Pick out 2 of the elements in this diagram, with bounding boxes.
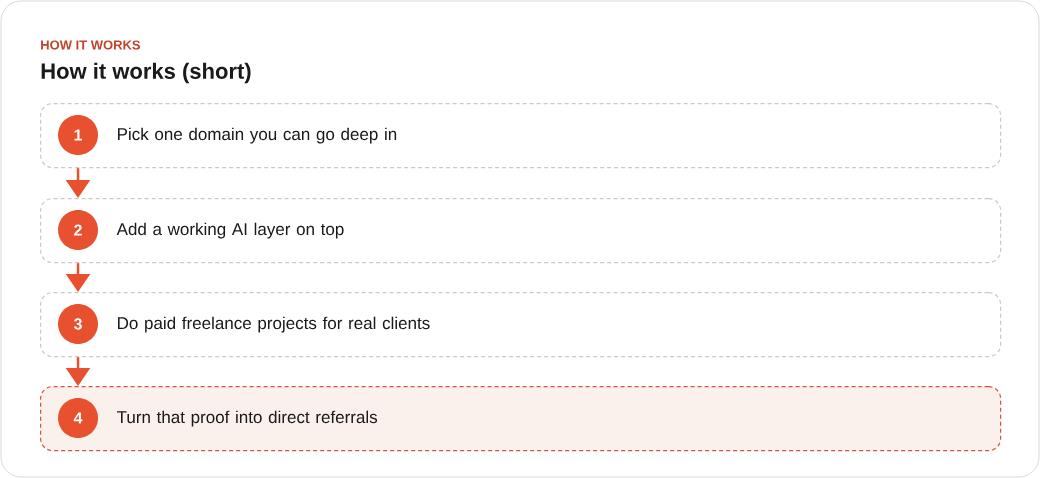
title: How it works (short) <box>41 62 251 84</box>
eyebrow-label: HOW IT WORKS <box>41 40 141 50</box>
